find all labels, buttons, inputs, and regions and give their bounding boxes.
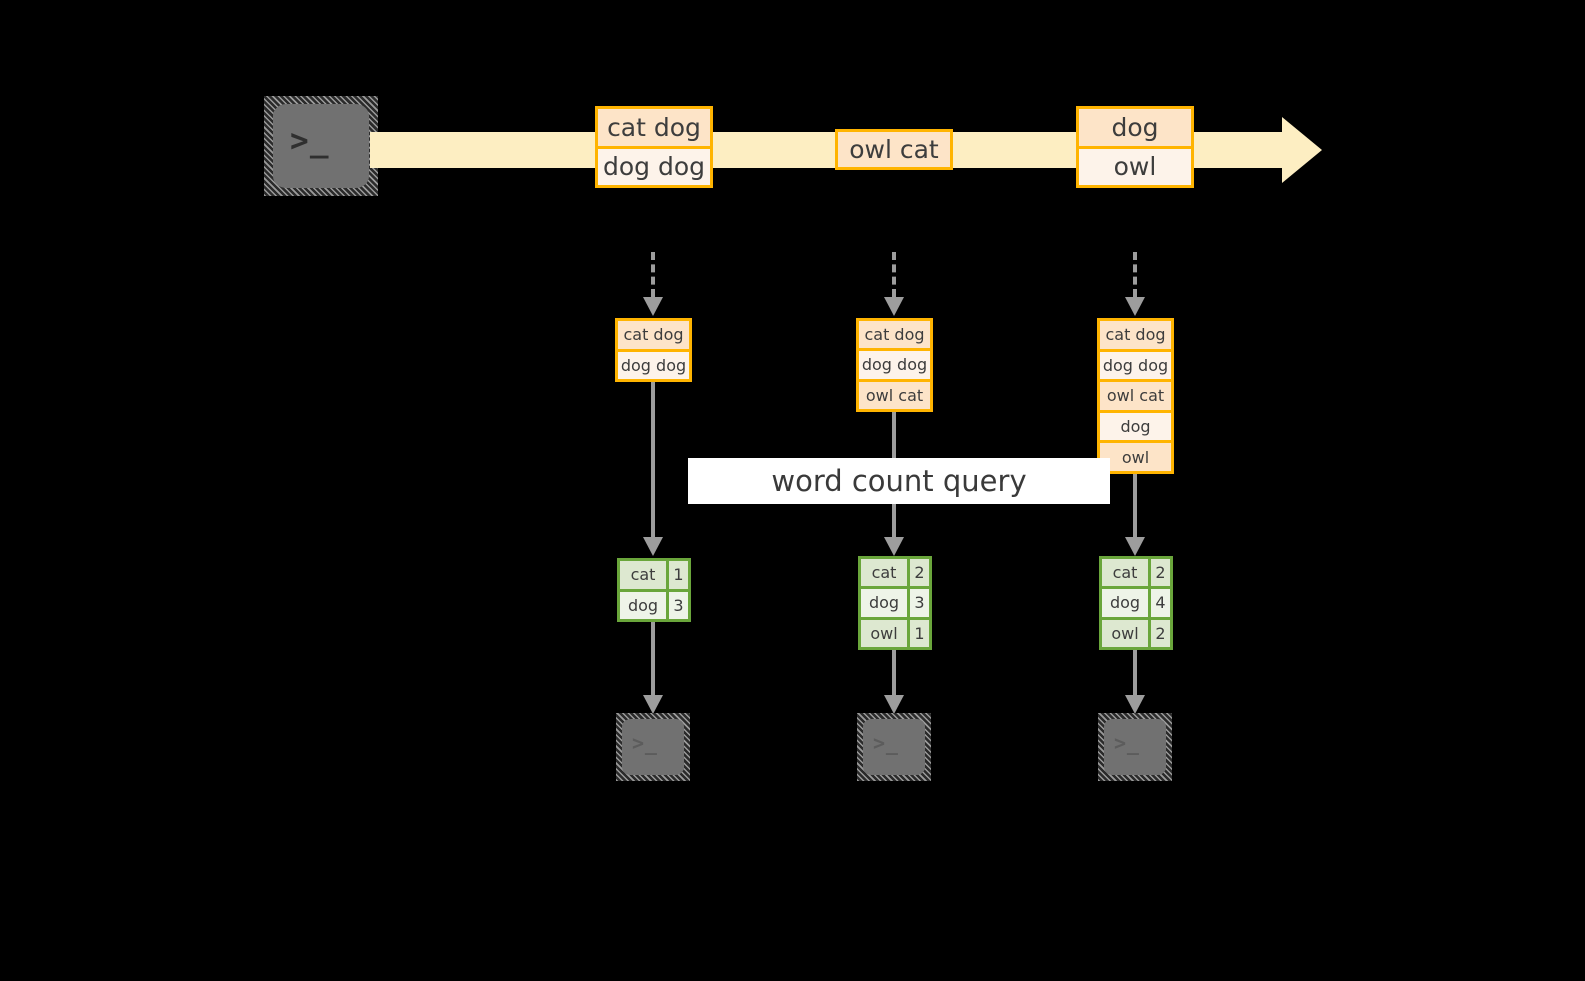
batch-record: owl: [1100, 440, 1171, 471]
result-count: 2: [1148, 559, 1170, 587]
terminal-body: [1104, 719, 1166, 775]
sink-2-terminal-icon: >_: [857, 713, 931, 781]
result-count: 3: [666, 591, 688, 619]
query-label: word count query: [771, 464, 1027, 498]
result-2: cat 2 dog 3 owl 1: [858, 556, 932, 650]
batch-record: cat dog: [618, 321, 689, 349]
connector-result-2-to-sink-2: [881, 650, 907, 714]
batch-3: cat dog dog dog owl cat dog owl: [1097, 318, 1174, 474]
result-word: cat: [1102, 559, 1148, 587]
sink-3-terminal-icon: >_: [1098, 713, 1172, 781]
table-row: dog 4: [1102, 586, 1170, 617]
stream-arrow-head-icon: [1282, 117, 1322, 183]
table-row: owl 2: [1102, 616, 1170, 647]
batch-record: dog dog: [618, 348, 689, 379]
terminal-body: [863, 719, 925, 775]
terminal-prompt-glyph: >_: [1114, 731, 1140, 755]
connector-stream-to-batch-2: [881, 252, 907, 316]
stream-record: dog: [1079, 109, 1191, 146]
result-word: dog: [620, 591, 666, 619]
table-row: cat 1: [620, 561, 688, 589]
stream-group-2: owl cat: [835, 129, 953, 170]
batch-record: cat dog: [1100, 321, 1171, 349]
result-word: owl: [1102, 619, 1148, 647]
stream-group-1: cat dog dog dog: [595, 106, 713, 188]
table-row: cat 2: [861, 559, 929, 587]
result-word: cat: [861, 559, 907, 587]
batch-record: dog: [1100, 409, 1171, 441]
batch-1: cat dog dog dog: [615, 318, 692, 382]
batch-record: dog dog: [1100, 348, 1171, 380]
batch-record: owl cat: [859, 378, 930, 409]
stream-group-3: dog owl: [1076, 106, 1194, 188]
table-row: dog 3: [861, 586, 929, 617]
result-word: owl: [861, 619, 907, 647]
result-3: cat 2 dog 4 owl 2: [1099, 556, 1173, 650]
result-word: dog: [1102, 589, 1148, 617]
batch-record: dog dog: [859, 348, 930, 379]
connector-result-1-to-sink-1: [640, 622, 666, 714]
connector-batch-3-to-result-3: [1122, 474, 1148, 556]
connector-stream-to-batch-1: [640, 252, 666, 316]
connector-batch-1-to-result-1: [640, 382, 666, 556]
result-count: 3: [907, 589, 929, 617]
stream-record: cat dog: [598, 109, 710, 146]
connector-stream-to-batch-3: [1122, 252, 1148, 316]
batch-record: cat dog: [859, 321, 930, 349]
connector-result-3-to-sink-3: [1122, 650, 1148, 714]
source-terminal-icon: >_: [264, 96, 378, 196]
query-banner: word count query: [688, 458, 1110, 504]
terminal-prompt-glyph: >_: [290, 123, 330, 159]
result-word: cat: [620, 561, 666, 589]
result-count: 2: [907, 559, 929, 587]
result-count: 1: [666, 561, 688, 589]
batch-2: cat dog dog dog owl cat: [856, 318, 933, 412]
terminal-prompt-glyph: >_: [873, 731, 899, 755]
sink-1-terminal-icon: >_: [616, 713, 690, 781]
terminal-body: [273, 104, 369, 188]
result-count: 4: [1148, 589, 1170, 617]
result-word: dog: [861, 589, 907, 617]
terminal-prompt-glyph: >_: [632, 731, 658, 755]
result-count: 2: [1148, 619, 1170, 647]
table-row: owl 1: [861, 616, 929, 647]
terminal-body: [622, 719, 684, 775]
result-1: cat 1 dog 3: [617, 558, 691, 622]
batch-record: owl cat: [1100, 379, 1171, 410]
result-count: 1: [907, 619, 929, 647]
stream-record: dog dog: [598, 145, 710, 185]
table-row: dog 3: [620, 588, 688, 619]
stream-record: owl: [1079, 145, 1191, 185]
table-row: cat 2: [1102, 559, 1170, 587]
stream-record: owl cat: [838, 132, 950, 167]
